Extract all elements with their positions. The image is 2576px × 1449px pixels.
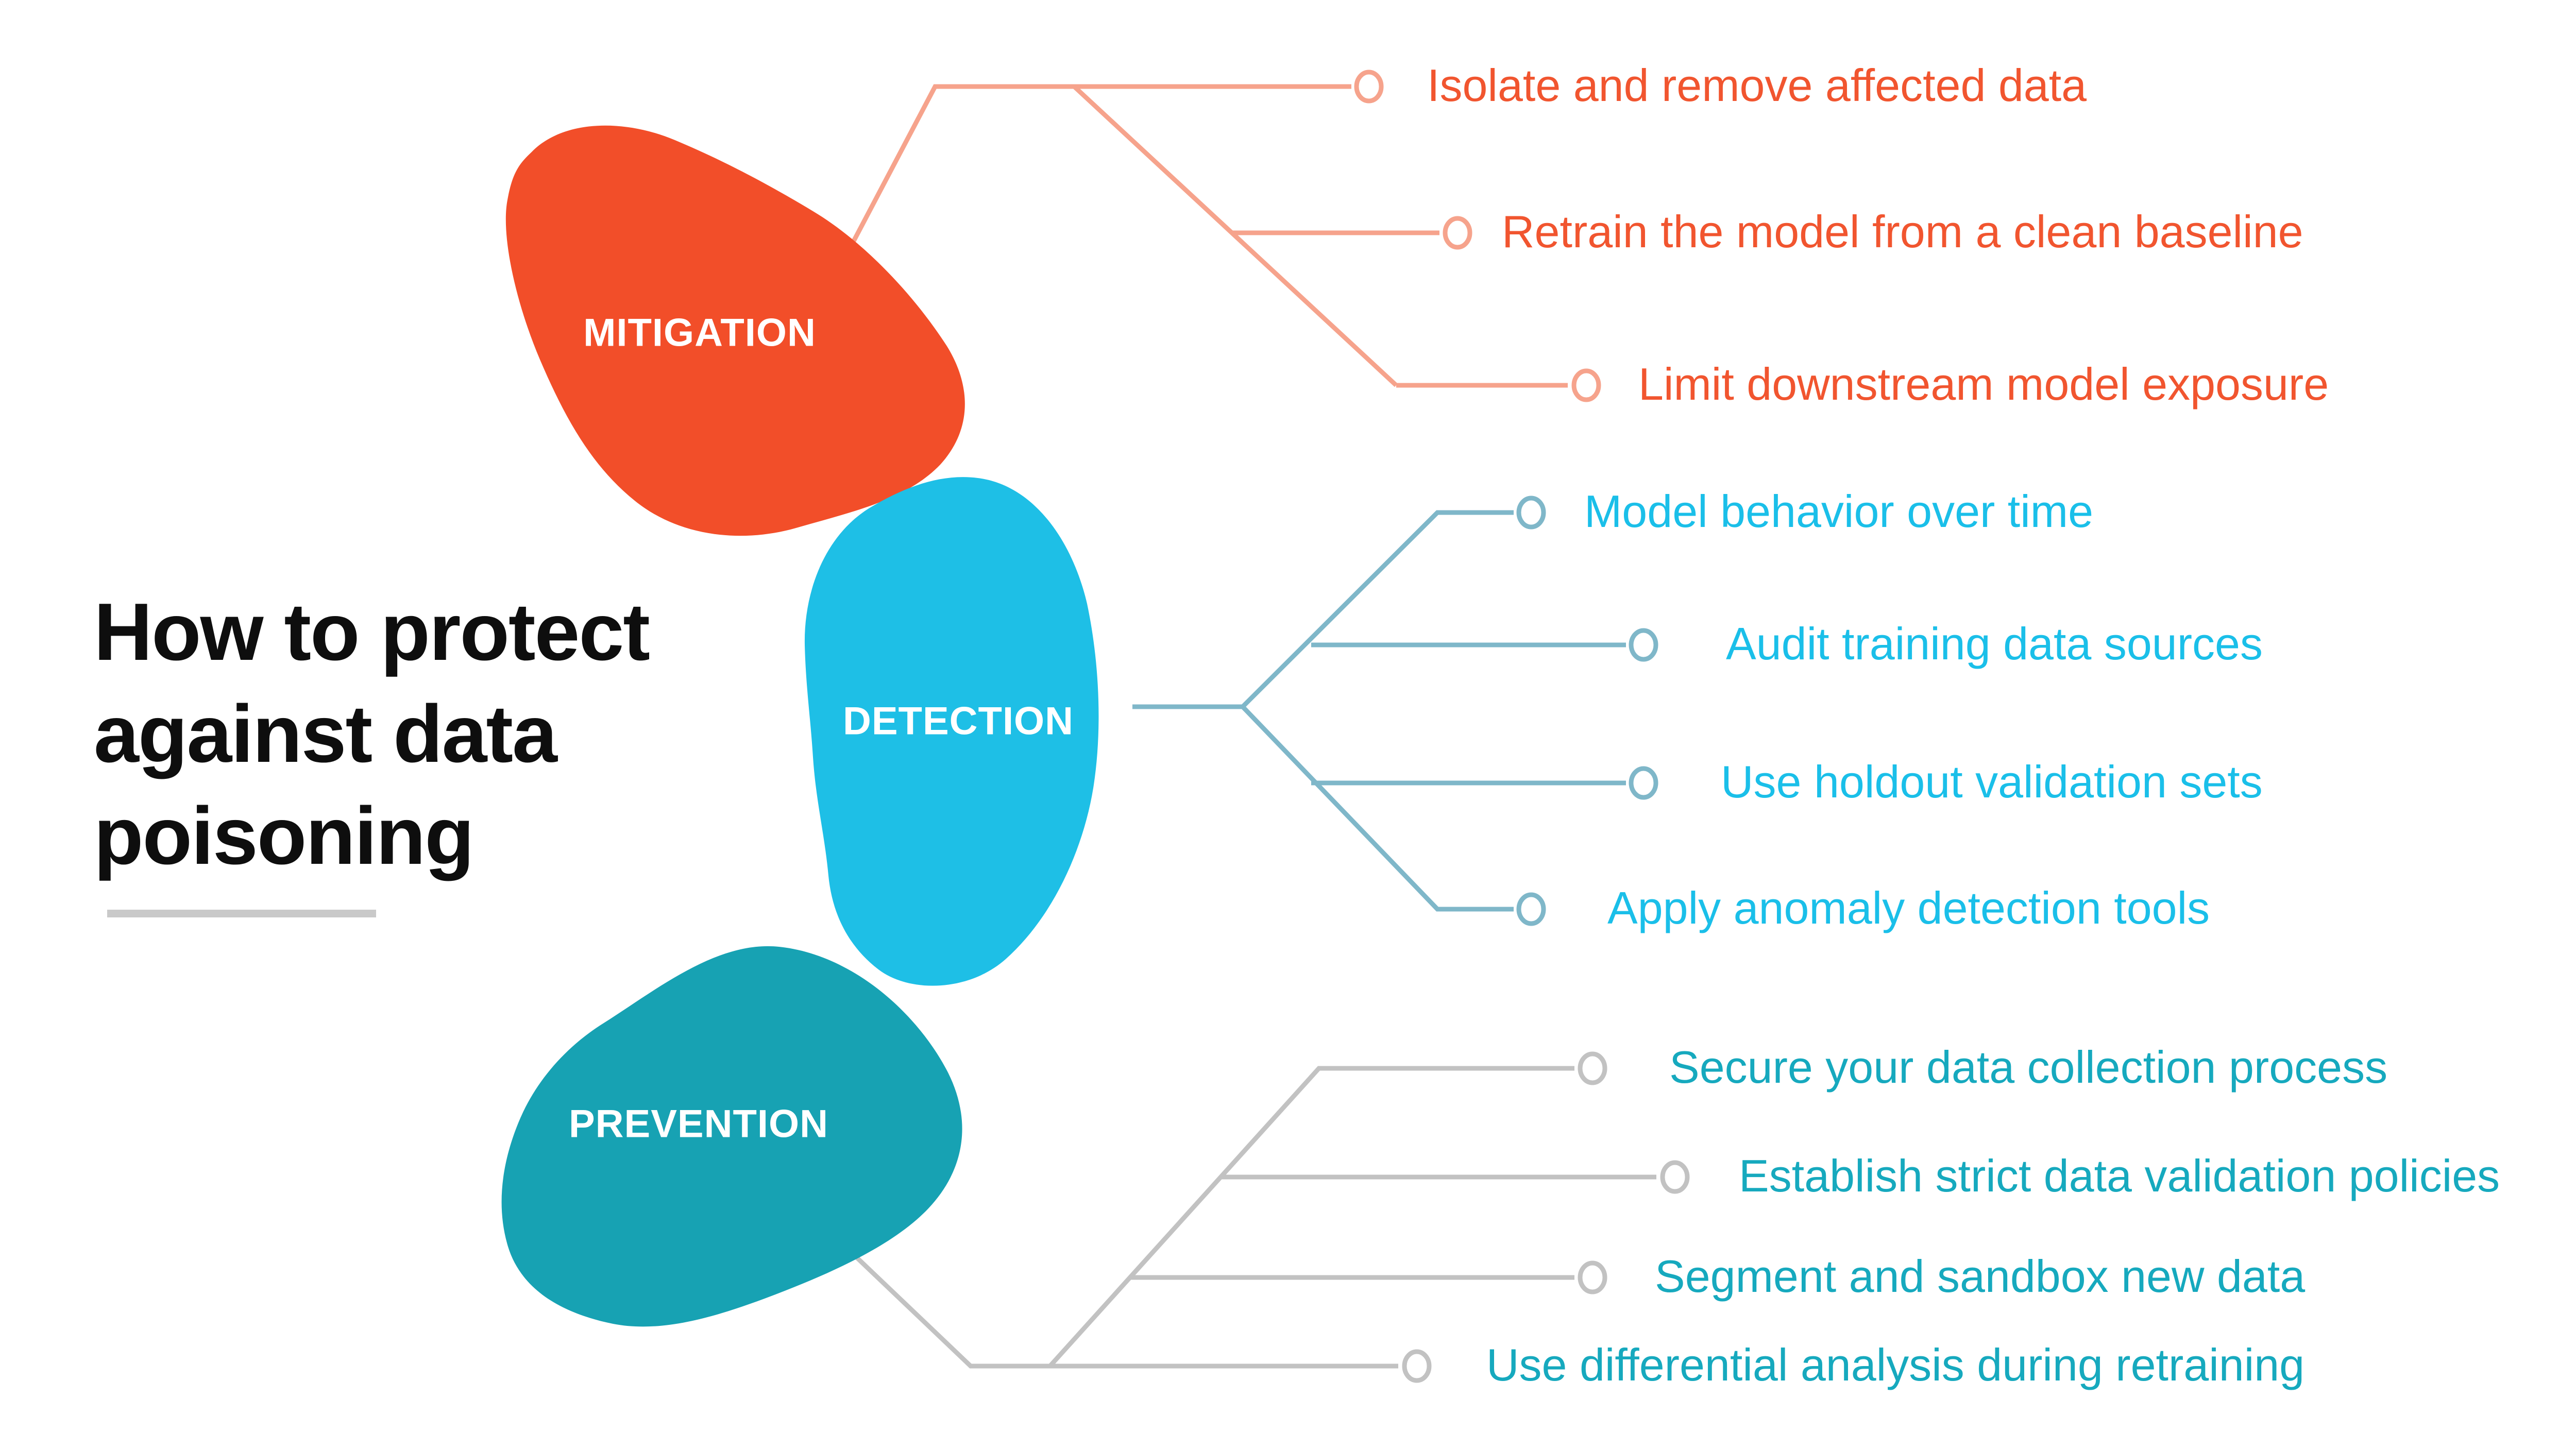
mitigation-connector-diagonal (1072, 84, 1398, 387)
detection-bullet-2 (1629, 628, 1658, 662)
prevention-bullet-4 (1402, 1349, 1432, 1383)
detection-bullet-3 (1629, 766, 1658, 800)
mitigation-bullet-3 (1571, 368, 1601, 402)
page-title: How to protect against data poisoning (94, 581, 650, 887)
page-title-line-3: poisoning (94, 791, 474, 881)
blob-label-detection: DETECTION (842, 699, 1074, 743)
prevention-item-3: Segment and sandbox new data (1655, 1250, 2306, 1302)
detection-bullet-4 (1516, 892, 1546, 926)
mitigation-bullets (1354, 70, 1601, 402)
title-underline-bar (107, 910, 376, 917)
prevention-item-1: Secure your data collection process (1669, 1041, 2388, 1093)
prevention-bullet-1 (1578, 1051, 1607, 1085)
prevention-bullet-3 (1578, 1260, 1607, 1294)
page-title-line-2: against data (94, 689, 557, 779)
detection-connector-item-4 (1241, 705, 1514, 912)
blob-label-mitigation: MITIGATION (583, 311, 816, 355)
prevention-connector-stem (837, 1238, 1398, 1369)
detection-connectors (1132, 510, 1626, 912)
detection-connector-item-1 (1241, 510, 1514, 709)
prevention-item-2: Establish strict data validation policie… (1739, 1150, 2500, 1201)
mitigation-blob (505, 125, 965, 536)
prevention-bullet-2 (1660, 1160, 1690, 1194)
prevention-bullets (1402, 1051, 1690, 1383)
mitigation-bullet-2 (1443, 216, 1472, 250)
mitigation-item-2: Retrain the model from a clean baseline (1502, 206, 2303, 257)
prevention-blob (501, 946, 962, 1327)
detection-item-2: Audit training data sources (1726, 618, 2263, 669)
detection-item-1: Model behavior over time (1584, 485, 2094, 537)
mitigation-bullet-1 (1354, 70, 1384, 104)
blob-label-prevention: PREVENTION (568, 1102, 829, 1146)
mitigation-item-1: Isolate and remove affected data (1427, 59, 2087, 111)
mitigation-item-3: Limit downstream model exposure (1638, 358, 2329, 410)
detection-blob (804, 477, 1099, 986)
detection-bullets (1516, 496, 1658, 926)
detection-item-4: Apply anomaly detection tools (1607, 882, 2210, 933)
prevention-connector-diagonal (1048, 1066, 1574, 1368)
detection-bullet-1 (1516, 496, 1546, 530)
detection-item-3: Use holdout validation sets (1721, 756, 2263, 807)
prevention-item-4: Use differential analysis during retrain… (1486, 1339, 2305, 1390)
page-title-line-1: How to protect (94, 587, 650, 677)
prevention-connectors (837, 1066, 1656, 1369)
